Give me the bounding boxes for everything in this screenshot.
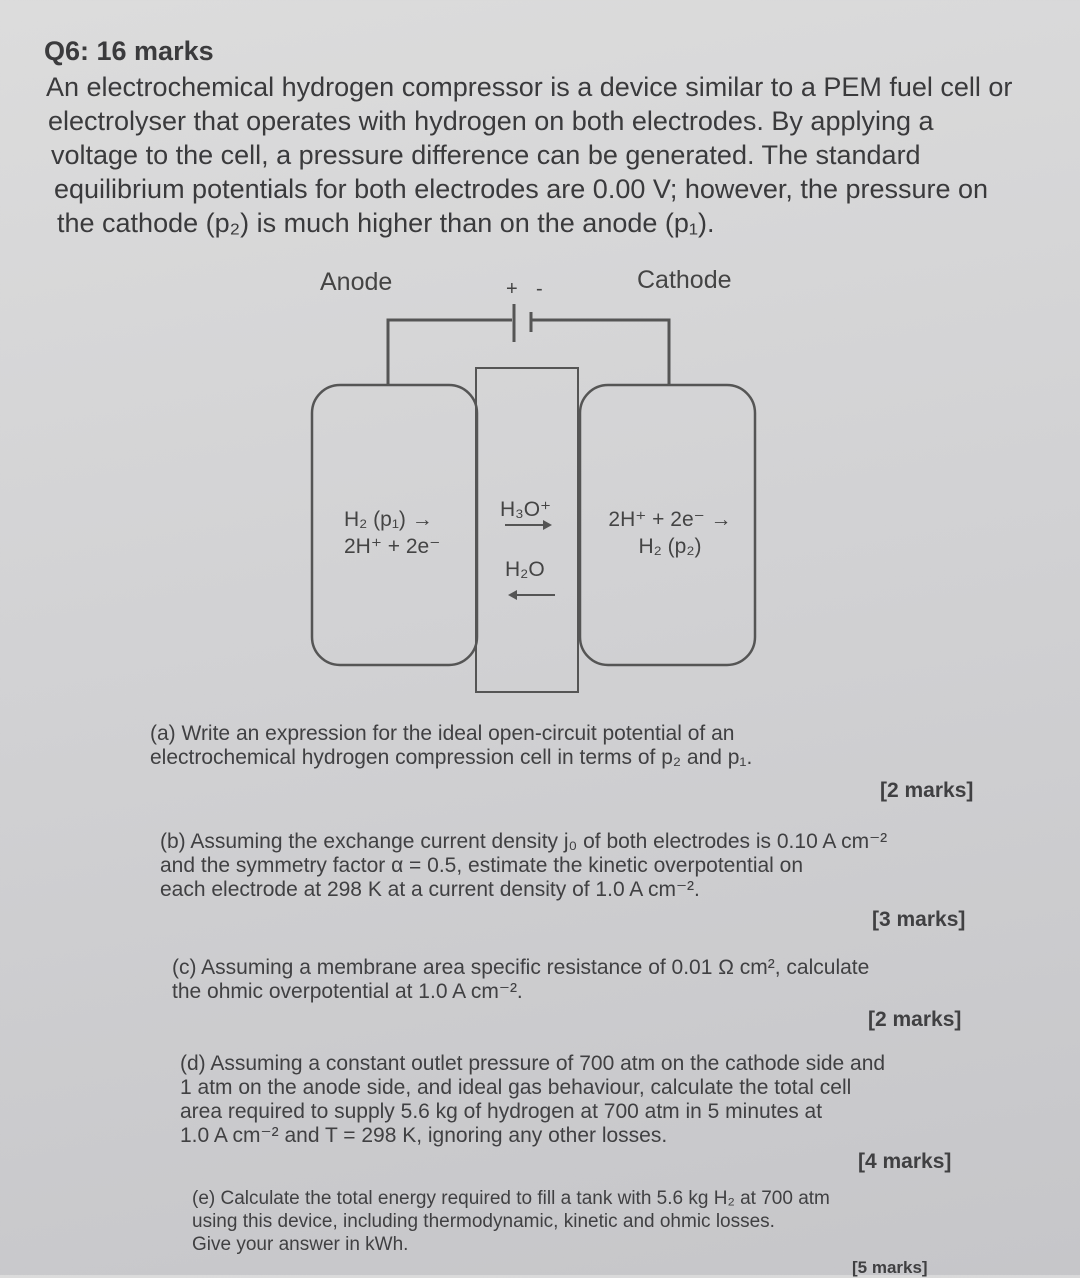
- part-c-marks: [2 marks]: [868, 1008, 962, 1031]
- cathode-reaction: 2H⁺ + 2e⁻ → H₂ (p₂): [596, 506, 744, 560]
- minus-sign: -: [536, 278, 543, 300]
- plus-sign: +: [506, 278, 518, 300]
- part-b-line: (b) Assuming the exchange current densit…: [160, 830, 888, 853]
- part-e: (e) Calculate the total energy required …: [192, 1187, 830, 1256]
- question-intro: An electrochemical hydrogen compressor i…: [46, 70, 1056, 240]
- part-a-line: (a) Write an expression for the ideal op…: [150, 722, 735, 745]
- part-a-line: electrochemical hydrogen compression cel…: [150, 746, 753, 769]
- intro-line: electrolyser that operates with hydrogen…: [48, 106, 934, 136]
- membrane: [475, 367, 579, 693]
- water-arrow-head: [508, 590, 517, 600]
- anode-reaction-line1: H₂ (p₁) →: [344, 508, 433, 531]
- part-c-line: (c) Assuming a membrane area specific re…: [172, 956, 870, 979]
- membrane-hydronium-label: H₃O⁺: [500, 498, 552, 521]
- part-a-marks: [2 marks]: [880, 779, 974, 802]
- part-c: (c) Assuming a membrane area specific re…: [172, 956, 869, 1004]
- part-b-line: each electrode at 298 K at a current den…: [160, 878, 700, 901]
- intro-line: voltage to the cell, a pressure differen…: [51, 140, 921, 170]
- intro-line: equilibrium potentials for both electrod…: [54, 174, 989, 204]
- part-d-line: 1.0 A cm⁻² and T = 298 K, ignoring any o…: [180, 1124, 668, 1147]
- cathode-label: Cathode: [637, 266, 732, 294]
- part-d-line: area required to supply 5.6 kg of hydrog…: [180, 1100, 823, 1123]
- cell-diagram-drawing: [310, 304, 757, 693]
- cathode-reaction-line2: H₂ (p₂): [638, 535, 702, 558]
- part-a: (a) Write an expression for the ideal op…: [150, 722, 752, 770]
- question-title: Q6: 16 marks: [44, 36, 214, 66]
- part-c-line: the ohmic overpotential at 1.0 A cm⁻².: [172, 980, 523, 1003]
- membrane-water-label: H₂O: [505, 558, 545, 581]
- anode-reaction: H₂ (p₁) → 2H⁺ + 2e⁻: [344, 506, 440, 560]
- intro-line: An electrochemical hydrogen compressor i…: [46, 72, 1013, 102]
- proton-arrow-head: [543, 520, 552, 530]
- anode-label: Anode: [320, 268, 393, 296]
- part-d-marks: [4 marks]: [858, 1150, 952, 1173]
- part-b-line: and the symmetry factor α = 0.5, estimat…: [160, 854, 804, 877]
- cathode-compartment: [578, 383, 757, 667]
- cell-diagram: Anode Cathode + - H₂ (p₁) → 2H⁺ + 2e⁻ H₃…: [300, 260, 780, 710]
- cathode-reaction-line1: 2H⁺ + 2e⁻ →: [608, 508, 732, 531]
- part-d: (d) Assuming a constant outlet pressure …: [180, 1052, 885, 1148]
- part-d-line: 1 atm on the anode side, and ideal gas b…: [180, 1076, 852, 1099]
- anode-wire: [386, 318, 512, 385]
- part-b-marks: [3 marks]: [872, 908, 966, 931]
- cathode-wire: [531, 318, 671, 385]
- part-e-marks: [5 marks]: [852, 1258, 928, 1277]
- part-e-line: (e) Calculate the total energy required …: [192, 1188, 830, 1209]
- part-d-line: (d) Assuming a constant outlet pressure …: [180, 1052, 886, 1075]
- part-b: (b) Assuming the exchange current densit…: [160, 830, 887, 902]
- anode-reaction-line2: 2H⁺ + 2e⁻: [344, 535, 441, 558]
- part-e-line: Give your answer in kWh.: [192, 1234, 409, 1255]
- intro-line: the cathode (p₂) is much higher than on …: [57, 208, 715, 238]
- part-e-line: using this device, including thermodynam…: [192, 1211, 775, 1232]
